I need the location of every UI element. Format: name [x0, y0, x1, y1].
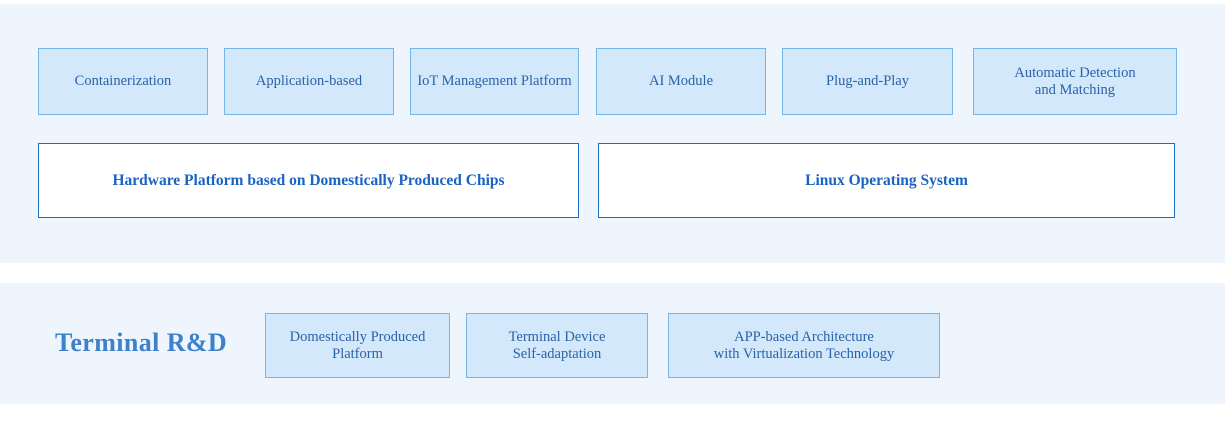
top-section-band	[0, 4, 1225, 263]
capability-label-line2: and Matching	[1034, 81, 1116, 98]
capability-box-automatic-detection-and-matching[interactable]: Automatic Detection and Matching	[973, 48, 1177, 115]
capability-label-line1: Domestically Produced	[289, 328, 426, 345]
platform-box-linux-operating-system[interactable]: Linux Operating System	[598, 143, 1175, 218]
capability-box-ai-module[interactable]: AI Module	[596, 48, 766, 115]
capability-label: AI Module	[648, 73, 714, 90]
capability-label: IoT Management Platform	[417, 73, 572, 90]
capability-label-line2: Self-adaptation	[512, 345, 602, 362]
capability-box-terminal-device-self-adaptation[interactable]: Terminal Device Self-adaptation	[466, 313, 648, 378]
platform-box-hardware-platform[interactable]: Hardware Platform based on Domestically …	[38, 143, 579, 218]
capability-label-multiline: Automatic Detection and Matching	[1014, 65, 1135, 98]
capability-label-multiline: Terminal Device Self-adaptation	[509, 329, 606, 362]
capability-box-plug-and-play[interactable]: Plug-and-Play	[782, 48, 953, 115]
section-title-terminal-rnd: Terminal R&D	[55, 328, 228, 357]
capability-box-domestically-produced-platform[interactable]: Domestically Produced Platform	[265, 313, 450, 378]
capability-label-line1: APP-based Architecture	[734, 328, 874, 345]
capability-label-multiline: APP-based Architecture with Virtualizati…	[714, 329, 894, 362]
capability-box-application-based[interactable]: Application-based	[224, 48, 394, 115]
capability-label-line1: Terminal Device	[508, 328, 606, 345]
capability-label-multiline: Domestically Produced Platform	[290, 329, 426, 362]
platform-label: Hardware Platform based on Domestically …	[112, 171, 505, 189]
platform-label: Linux Operating System	[805, 171, 968, 189]
capability-label-line1: Automatic Detection	[1014, 64, 1136, 81]
capability-box-app-based-architecture[interactable]: APP-based Architecture with Virtualizati…	[668, 313, 940, 378]
capability-box-containerization[interactable]: Containerization	[38, 48, 208, 115]
capability-label-line2: Platform	[332, 345, 383, 362]
capability-label-line2: with Virtualization Technology	[713, 345, 895, 362]
capability-label: Containerization	[74, 73, 172, 90]
capability-label: Application-based	[255, 73, 363, 90]
capability-box-iot-management-platform[interactable]: IoT Management Platform	[410, 48, 579, 115]
capability-label: Plug-and-Play	[826, 73, 909, 90]
